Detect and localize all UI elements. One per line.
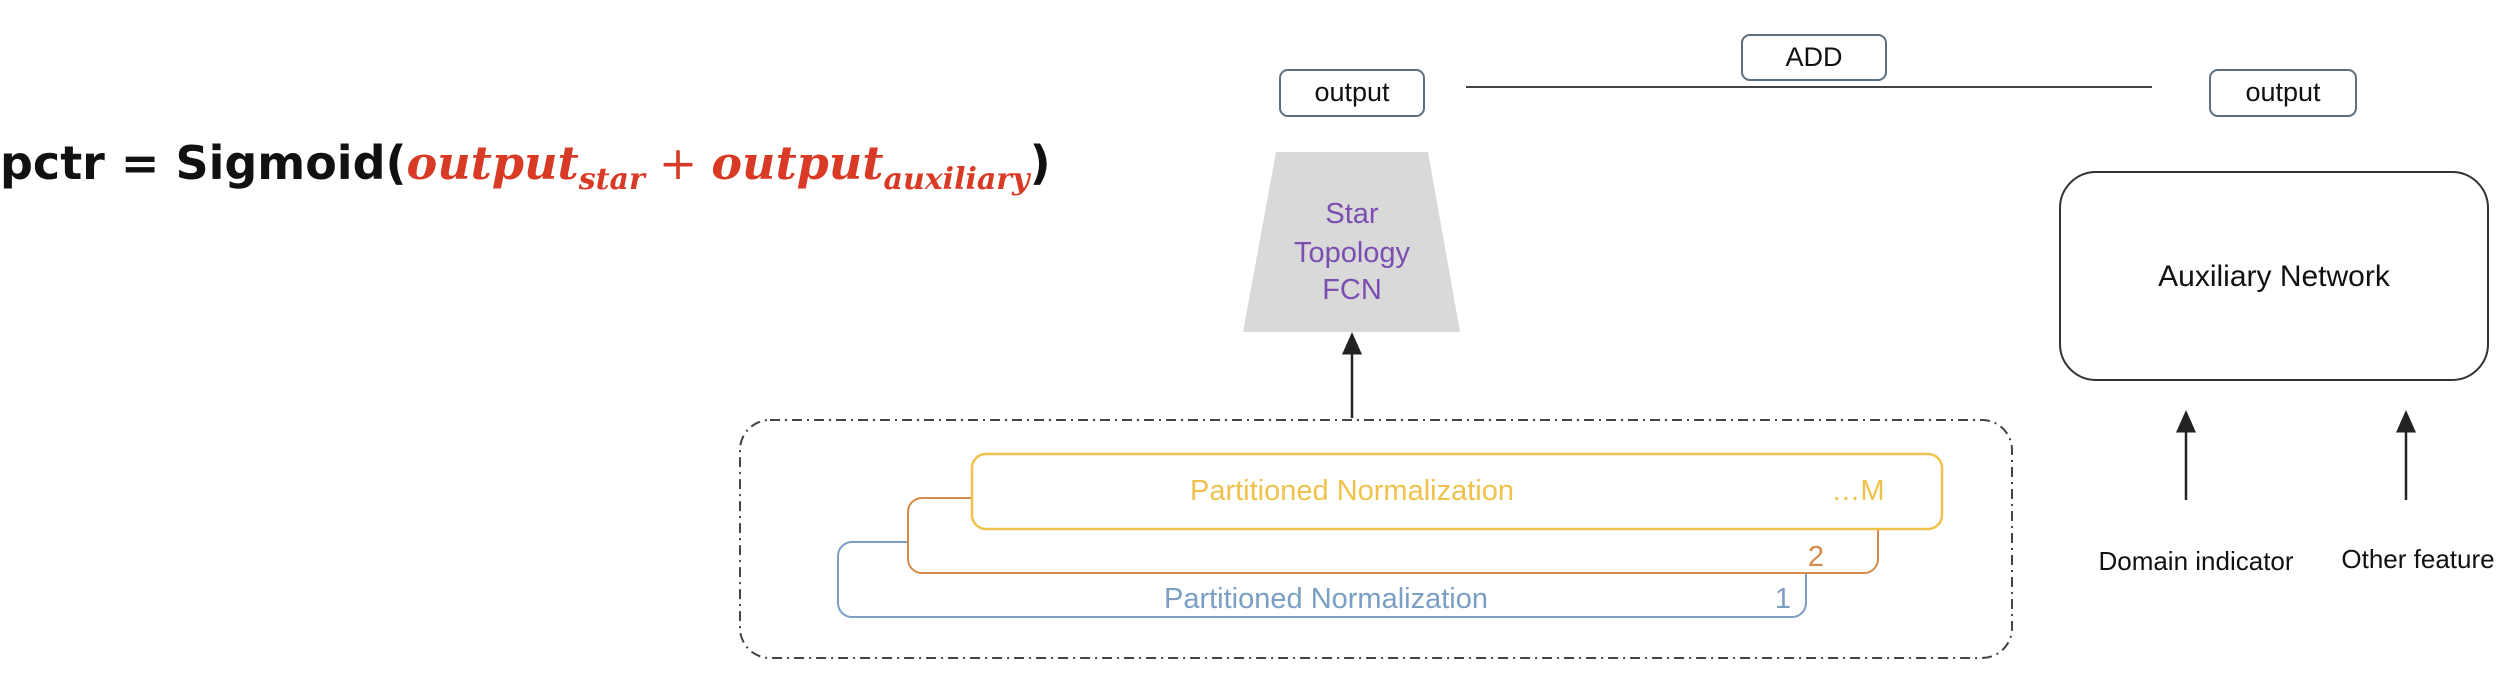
partition-m-label: Partitioned Normalization xyxy=(1190,475,1514,507)
partition-m-box xyxy=(970,452,1944,531)
formula: pctr = Sigmoid(outputstar+outputauxiliar… xyxy=(0,140,1051,195)
auxiliary-network-label: Auxiliary Network xyxy=(2158,260,2391,293)
formula-term-star-main: output xyxy=(406,136,579,190)
formula-term-star-sub: star xyxy=(578,162,645,197)
partitioned-normalization-container xyxy=(739,419,2013,659)
partition-1-index: 1 xyxy=(1775,583,1791,615)
add-label: ADD xyxy=(1785,42,1842,72)
formula-plus: + xyxy=(658,136,698,190)
formula-suffix: ) xyxy=(1029,136,1051,190)
star-output-box xyxy=(1279,69,1425,117)
formula-prefix: pctr = Sigmoid( xyxy=(0,136,407,190)
domain-indicator-label: Domain indicator xyxy=(2098,546,2293,576)
fcn-label-line2: Topology xyxy=(1294,237,1411,269)
auxiliary-output-label: output xyxy=(2245,77,2321,107)
other-feature-label: Other feature xyxy=(2341,544,2494,574)
formula-term-auxiliary-main: output xyxy=(711,136,884,190)
add-box xyxy=(1741,34,1887,81)
formula-term-auxiliary: outputauxiliary xyxy=(711,136,1029,195)
auxiliary-network-box xyxy=(2059,171,2489,381)
star-output-label: output xyxy=(1314,77,1390,107)
partition-1-label: Partitioned Normalization xyxy=(1164,583,1488,615)
formula-term-auxiliary-sub: auxiliary xyxy=(883,162,1030,197)
partition-2-index: 2 xyxy=(1808,541,1824,573)
star-topology-fcn-block xyxy=(1243,152,1460,332)
formula-term-star: outputstar xyxy=(406,136,645,195)
partition-m-index: …M xyxy=(1831,475,1884,507)
fcn-label-line3: FCN xyxy=(1322,274,1382,306)
auxiliary-output-box xyxy=(2209,69,2357,117)
fcn-label-line1: Star xyxy=(1325,198,1379,230)
